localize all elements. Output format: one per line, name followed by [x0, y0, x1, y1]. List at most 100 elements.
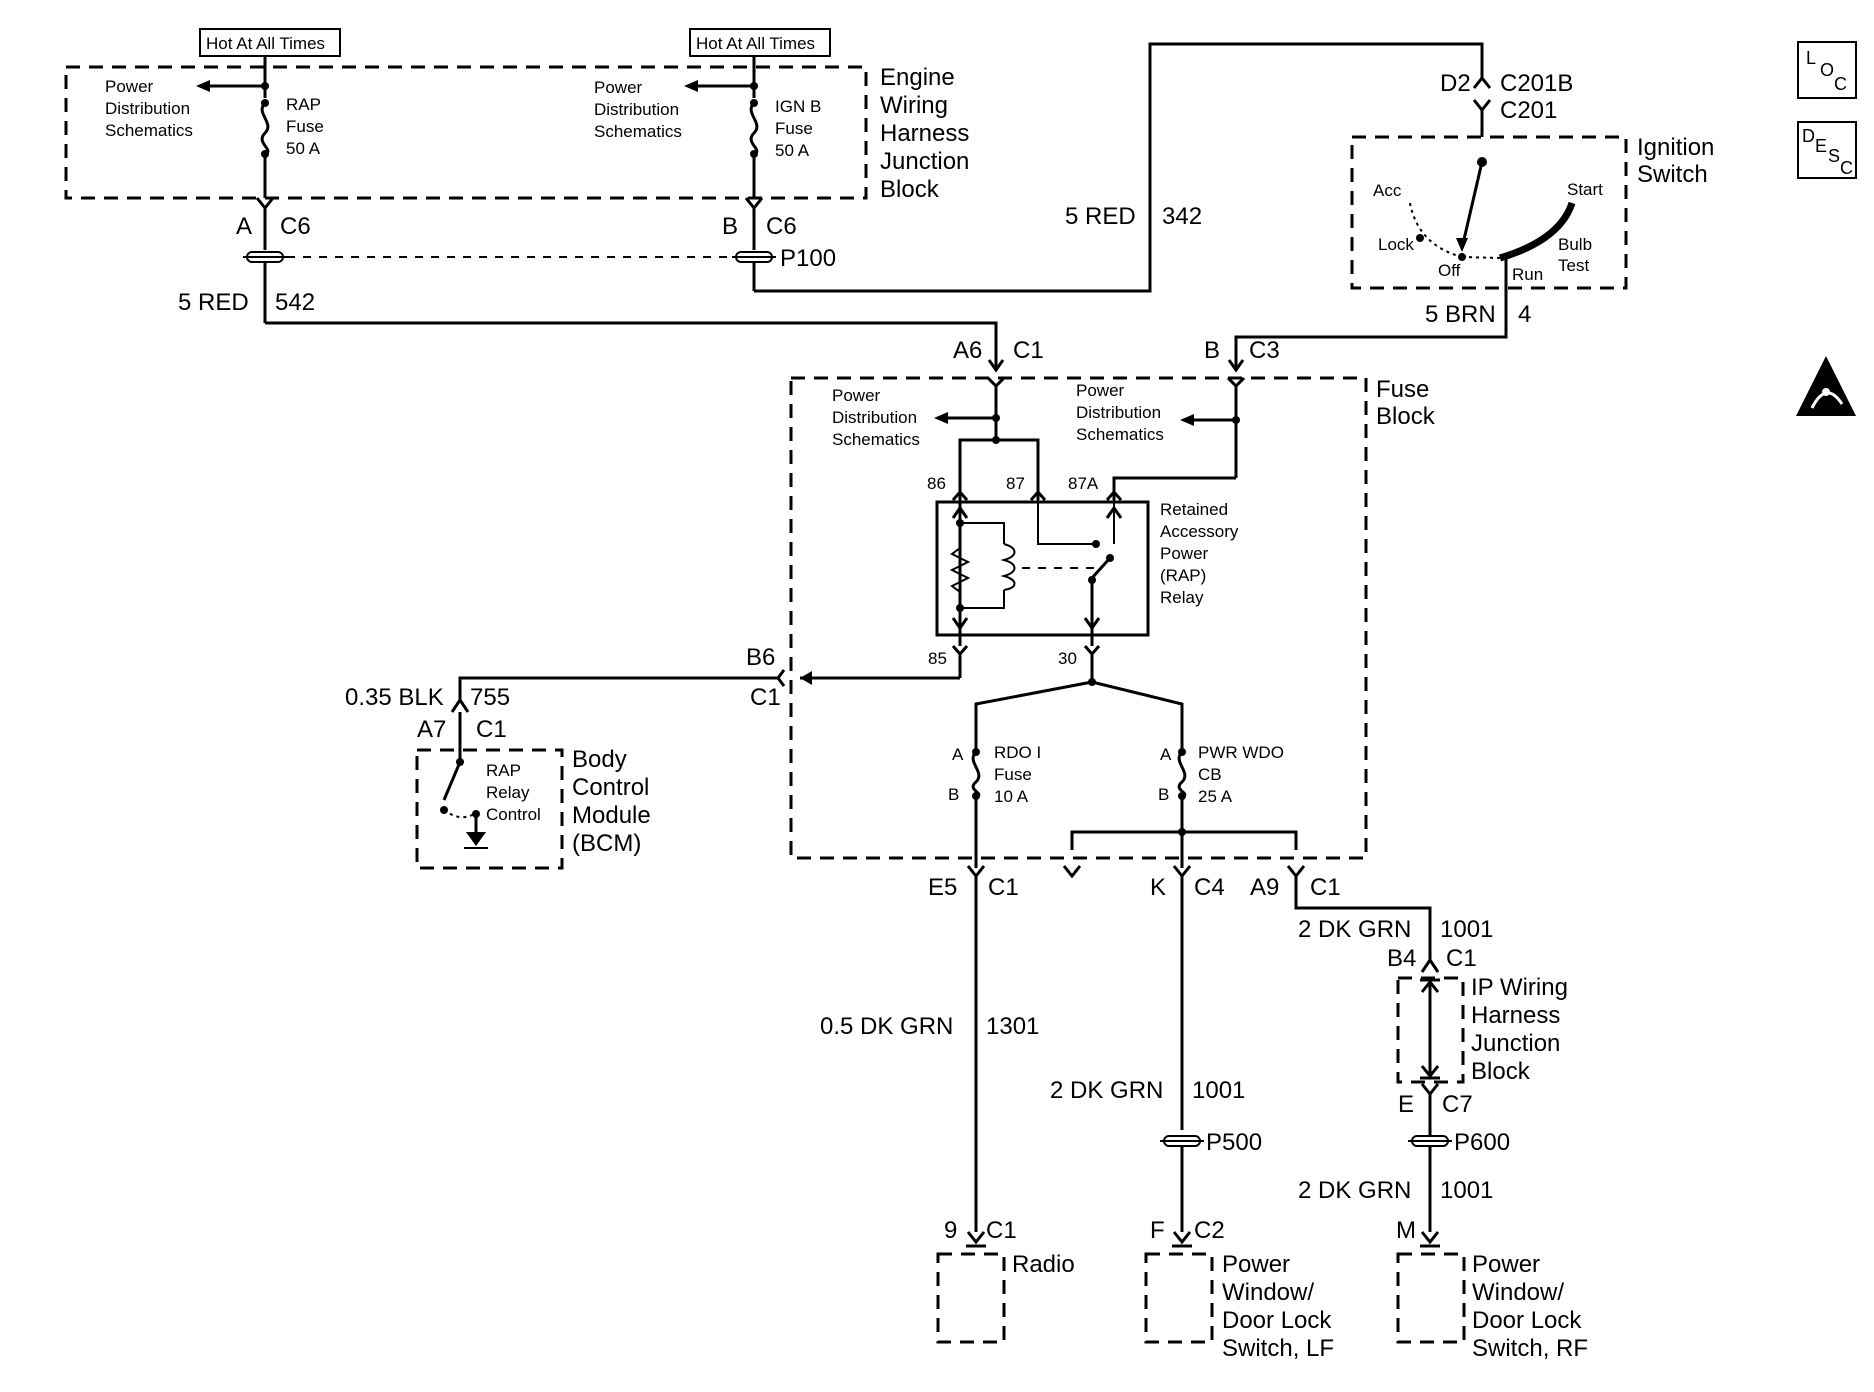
- arrow-left-icon: [934, 412, 948, 424]
- ignition-switch-outline: [1350, 135, 1628, 290]
- relay-pin-87a: 87A: [1068, 474, 1099, 493]
- svg-text:C: C: [1834, 74, 1847, 94]
- bcm-title-4: (BCM): [572, 830, 641, 857]
- pwr-cb-label-3: 25 A: [1198, 787, 1233, 806]
- connector-f-label: F: [1150, 1217, 1165, 1244]
- svg-text:E: E: [1815, 136, 1827, 156]
- lf-switch-label-2: Window/: [1222, 1279, 1314, 1306]
- pds-mid-2: Distribution: [594, 100, 679, 119]
- hot-at-all-times-box-left: [199, 28, 341, 57]
- arrow-left-icon: [800, 671, 812, 685]
- connector-c1-radio-label: C1: [986, 1217, 1017, 1244]
- relay-label-4: (RAP): [1160, 566, 1206, 585]
- wire-755-number: 755: [470, 684, 510, 711]
- ip-block-label-2: Harness: [1471, 1002, 1560, 1029]
- lf-switch-outline: [1144, 1252, 1214, 1344]
- connector-c1-a6-label: C1: [1013, 337, 1044, 364]
- loc-icon[interactable]: L O C: [1797, 41, 1857, 99]
- ignition-start-label: Start: [1567, 180, 1603, 199]
- ign-fuse-label-2: Fuse: [775, 119, 813, 138]
- connector-a-label: A: [236, 213, 252, 240]
- rf-switch-label-1: Power: [1472, 1251, 1540, 1278]
- bcm-inner-1: RAP: [486, 761, 521, 780]
- ignition-run-arc: [1498, 201, 1576, 262]
- rdo-fuse-icon: [971, 750, 981, 798]
- connector-c1-a7-label: C1: [476, 716, 507, 743]
- relay-pin-85: 85: [928, 649, 947, 668]
- wire-342-color: 5 RED: [1065, 203, 1136, 230]
- connector-c6-label-left: C6: [280, 213, 311, 240]
- fuse-block-label-2: Block: [1376, 403, 1436, 430]
- pwr-cb-pin-b: B: [1158, 785, 1169, 804]
- connector-c201-label: C201: [1500, 97, 1557, 124]
- relay-resistor-icon: [949, 547, 971, 593]
- ignition-test-label: Test: [1558, 256, 1589, 275]
- fuse-block-label-1: Fuse: [1376, 376, 1429, 403]
- wire-542-number: 542: [275, 289, 315, 316]
- engine-block-label-3: Harness: [880, 120, 969, 147]
- wire-1001-rf-number: 1001: [1440, 1177, 1493, 1204]
- pds-fuse-left-1: Power: [832, 386, 881, 405]
- pds-mid-1: Power: [594, 78, 643, 97]
- connector-c6-label-right: C6: [766, 213, 797, 240]
- pwr-cb-label-2: CB: [1198, 765, 1222, 784]
- pds-fuse-right-3: Schematics: [1076, 425, 1164, 444]
- ign-fuse-icon: [749, 101, 759, 156]
- ignition-bulb-label: Bulb: [1558, 235, 1592, 254]
- radio-label: Radio: [1012, 1251, 1075, 1278]
- engine-block-label-1: Engine: [880, 64, 955, 91]
- svg-text:L: L: [1806, 48, 1816, 68]
- bcm-switch-arm: [442, 761, 462, 801]
- engine-junction-block-outline: [64, 65, 868, 200]
- relay-label-5: Relay: [1160, 588, 1204, 607]
- connector-9-label: 9: [944, 1217, 957, 1244]
- svg-text:S: S: [1828, 146, 1840, 166]
- connector-c1-e5-label: C1: [988, 874, 1019, 901]
- esd-warning-icon: [1796, 356, 1856, 416]
- svg-text:C: C: [1840, 158, 1853, 178]
- ignition-contact-arm: [1460, 161, 1484, 249]
- connector-e5-label: E5: [928, 874, 957, 901]
- engine-block-label-4: Junction: [880, 148, 969, 175]
- rdo-fuse-pin-b: B: [948, 785, 959, 804]
- connector-a6-label: A6: [953, 337, 982, 364]
- relay-coil-icon: [1000, 543, 1016, 591]
- engine-block-label-2: Wiring: [880, 92, 948, 119]
- connector-b-label: B: [722, 213, 738, 240]
- bcm-title-3: Module: [572, 802, 651, 829]
- connector-k-label: K: [1150, 874, 1166, 901]
- arrow-left-icon: [1180, 414, 1194, 426]
- relay-pin-86: 86: [927, 474, 946, 493]
- ground-icon: [466, 832, 486, 846]
- connector-a9-label: A9: [1250, 874, 1279, 901]
- rf-switch-outline: [1396, 1252, 1466, 1344]
- relay-pin-87: 87: [1006, 474, 1025, 493]
- ign-fuse-label-3: 50 A: [775, 141, 810, 160]
- rf-switch-label-3: Door Lock: [1472, 1307, 1582, 1334]
- wire-4-color: 5 BRN: [1425, 301, 1496, 328]
- pds-fuse-left-3: Schematics: [832, 430, 920, 449]
- rdo-fuse-pin-a: A: [952, 745, 964, 764]
- hot-at-all-times-box-right: [689, 28, 831, 57]
- wire-1301-number: 1301: [986, 1013, 1039, 1040]
- wire-342-number: 342: [1162, 203, 1202, 230]
- engine-block-label-5: Block: [880, 176, 940, 203]
- relay-label-2: Accessory: [1160, 522, 1239, 541]
- pds-left-3: Schematics: [105, 121, 193, 140]
- ignition-acc-label: Acc: [1373, 181, 1402, 200]
- desc-icon[interactable]: D E S C: [1797, 121, 1857, 179]
- wire-1001-rf-color: 2 DK GRN: [1298, 1177, 1411, 1204]
- hot-at-all-times-label-right: Hot At All Times: [696, 34, 815, 53]
- connector-c1-b4-label: C1: [1446, 945, 1477, 972]
- connector-b-c3-label: B: [1204, 337, 1220, 364]
- rdo-fuse-label-2: Fuse: [994, 765, 1032, 784]
- relay-pin-30: 30: [1058, 649, 1077, 668]
- splice-p500-label: P500: [1206, 1129, 1262, 1156]
- splice-p600-label: P600: [1454, 1129, 1510, 1156]
- pds-fuse-left-2: Distribution: [832, 408, 917, 427]
- bcm-outline: [415, 748, 564, 870]
- pwr-cb-pin-a: A: [1160, 745, 1172, 764]
- connector-c2-label: C2: [1194, 1217, 1225, 1244]
- lf-switch-label-3: Door Lock: [1222, 1307, 1332, 1334]
- rf-switch-label-2: Window/: [1472, 1279, 1564, 1306]
